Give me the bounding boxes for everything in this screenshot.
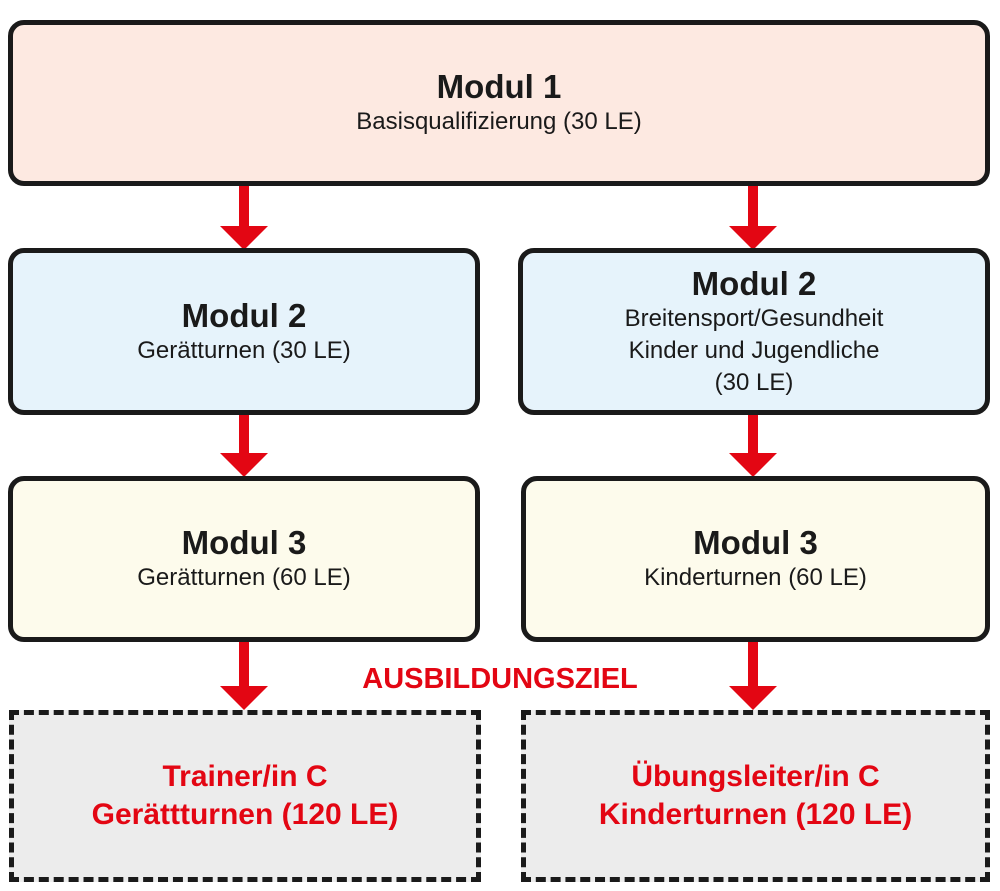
arrow-head [220, 226, 268, 250]
right-goal-line-2: Kinderturnen (120 LE) [598, 798, 913, 831]
modul-1-title: Modul 1 [436, 68, 562, 105]
left-modul-2-title: Modul 2 [181, 296, 307, 334]
right-modul-3-description: Kinderturnen (60 LE) [644, 564, 867, 591]
left-modul-3-description: Gerätturnen (60 LE) [137, 564, 351, 591]
arrow-shaft [239, 642, 249, 686]
arrow-right-modul3-to-goal [729, 642, 777, 710]
right-modul-2-line-2: Kinder und Jugendliche [628, 336, 880, 364]
arrow-left-modul3-to-goal [220, 642, 268, 710]
arrow-head [220, 686, 268, 710]
arrow-modul1-to-right-modul2 [729, 186, 777, 250]
left-goal-line-2: Gerättturnen (120 LE) [91, 798, 399, 831]
right-goal-line-1: Übungsleiter/in C [631, 760, 880, 793]
arrow-shaft [748, 415, 758, 453]
right-modul-2-line-1: Breitensport/Gesundheit [624, 304, 884, 332]
left-modul-2-box: Modul 2 Gerätturnen (30 LE) [8, 248, 480, 415]
modul-1-box: Modul 1 Basisqualifizierung (30 LE) [8, 20, 990, 186]
left-modul-3-box: Modul 3 Gerätturnen (60 LE) [8, 476, 480, 642]
arrow-head [729, 686, 777, 710]
arrow-left-modul2-to-modul3 [220, 415, 268, 477]
modul-1-description: Basisqualifizierung (30 LE) [356, 108, 642, 135]
arrow-modul1-to-left-modul2 [220, 186, 268, 250]
right-modul-3-title: Modul 3 [693, 524, 818, 561]
left-modul-2-description: Gerätturnen (30 LE) [137, 336, 351, 364]
arrow-head [729, 226, 777, 250]
arrow-head [220, 453, 268, 477]
arrow-shaft [239, 186, 249, 226]
right-modul-2-box: Modul 2 Breitensport/Gesundheit Kinder u… [518, 248, 990, 415]
right-modul-2-title: Modul 2 [691, 264, 817, 302]
left-goal-box: Trainer/in C Gerättturnen (120 LE) [9, 710, 481, 882]
right-modul-2-line-3: (30 LE) [714, 368, 794, 396]
right-goal-box: Übungsleiter/in C Kinderturnen (120 LE) [521, 710, 990, 882]
left-modul-3-title: Modul 3 [181, 524, 307, 561]
arrow-shaft [748, 642, 758, 686]
left-goal-line-1: Trainer/in C [162, 760, 328, 793]
arrow-shaft [748, 186, 758, 226]
right-modul-3-box: Modul 3 Kinderturnen (60 LE) [521, 476, 990, 642]
ausbildungsziel-label: AUSBILDUNGSZIEL [362, 663, 638, 695]
arrow-head [729, 453, 777, 477]
arrow-right-modul2-to-modul3 [729, 415, 777, 477]
arrow-shaft [239, 415, 249, 453]
